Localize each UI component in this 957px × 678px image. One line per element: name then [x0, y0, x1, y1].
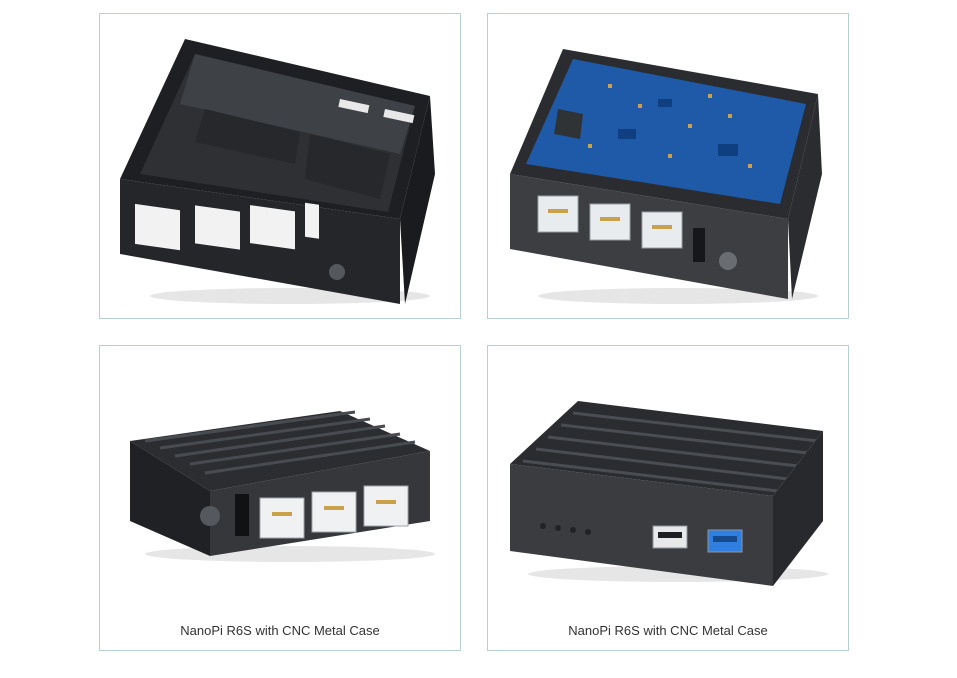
photo-panel-assembled-front: NanoPi R6S with CNC Metal Case — [487, 345, 849, 651]
photo-caption: NanoPi R6S with CNC Metal Case — [568, 623, 768, 638]
assembled-front-image — [510, 401, 828, 586]
empty-case-image — [120, 39, 435, 304]
photo-panel-board-in-case — [487, 13, 849, 319]
board-in-case-image — [510, 49, 822, 304]
photo-caption: NanoPi R6S with CNC Metal Case — [180, 623, 380, 638]
photo-panel-empty-case — [99, 13, 461, 319]
assembled-rear-image — [130, 410, 435, 562]
photo-panel-assembled-rear: NanoPi R6S with CNC Metal Case — [99, 345, 461, 651]
